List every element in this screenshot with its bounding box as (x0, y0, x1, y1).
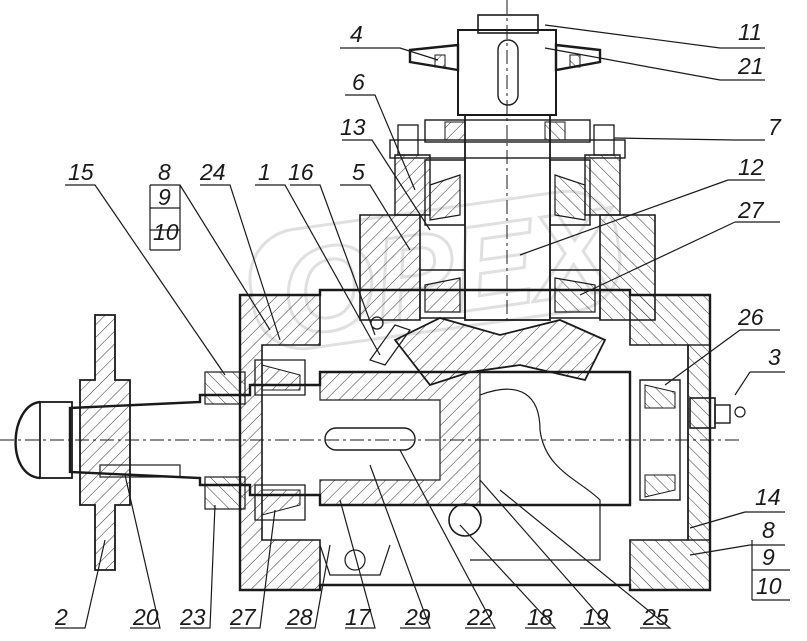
callout-2: 2 (54, 604, 68, 630)
vertical-shaft (408, 0, 602, 321)
callout-19: 19 (583, 604, 609, 630)
callout-21: 21 (737, 53, 764, 79)
callout-3: 3 (768, 344, 781, 370)
callout-27-bottom: 27 (229, 604, 257, 630)
callout-8-left: 8 (158, 159, 171, 185)
callout-13: 13 (340, 114, 366, 140)
callout-5: 5 (352, 159, 365, 185)
callout-27-top: 27 (737, 197, 765, 223)
callout-6: 6 (352, 69, 365, 95)
callout-22: 22 (466, 604, 493, 630)
callout-1: 1 (258, 159, 271, 185)
callout-labels: 4 6 13 5 11 21 7 12 27 26 3 14 8 9 10 15… (54, 19, 782, 630)
input-flange (14, 314, 306, 571)
callout-7: 7 (768, 114, 782, 140)
callout-10-left: 10 (153, 219, 179, 245)
upper-housing (359, 119, 656, 321)
callout-29: 29 (404, 604, 431, 630)
callout-24: 24 (199, 159, 226, 185)
callout-26: 26 (737, 304, 764, 330)
right-bearing (639, 379, 746, 501)
callout-14: 14 (755, 484, 781, 510)
callout-9-right: 9 (762, 544, 775, 570)
leader-lines (55, 24, 790, 629)
main-housing (238, 288, 712, 592)
callout-17: 17 (345, 604, 372, 630)
callout-4: 4 (350, 21, 363, 47)
callout-18: 18 (527, 604, 553, 630)
callout-15: 15 (68, 159, 94, 185)
callout-20: 20 (132, 604, 159, 630)
callout-23: 23 (179, 604, 206, 630)
callout-11: 11 (738, 19, 762, 45)
callout-28: 28 (286, 604, 313, 630)
callout-12: 12 (738, 154, 764, 180)
callout-25: 25 (642, 604, 669, 630)
callout-9-left: 9 (158, 184, 171, 210)
callout-10-right: 10 (756, 573, 782, 599)
callout-16: 16 (288, 159, 314, 185)
callout-8-right: 8 (762, 517, 775, 543)
